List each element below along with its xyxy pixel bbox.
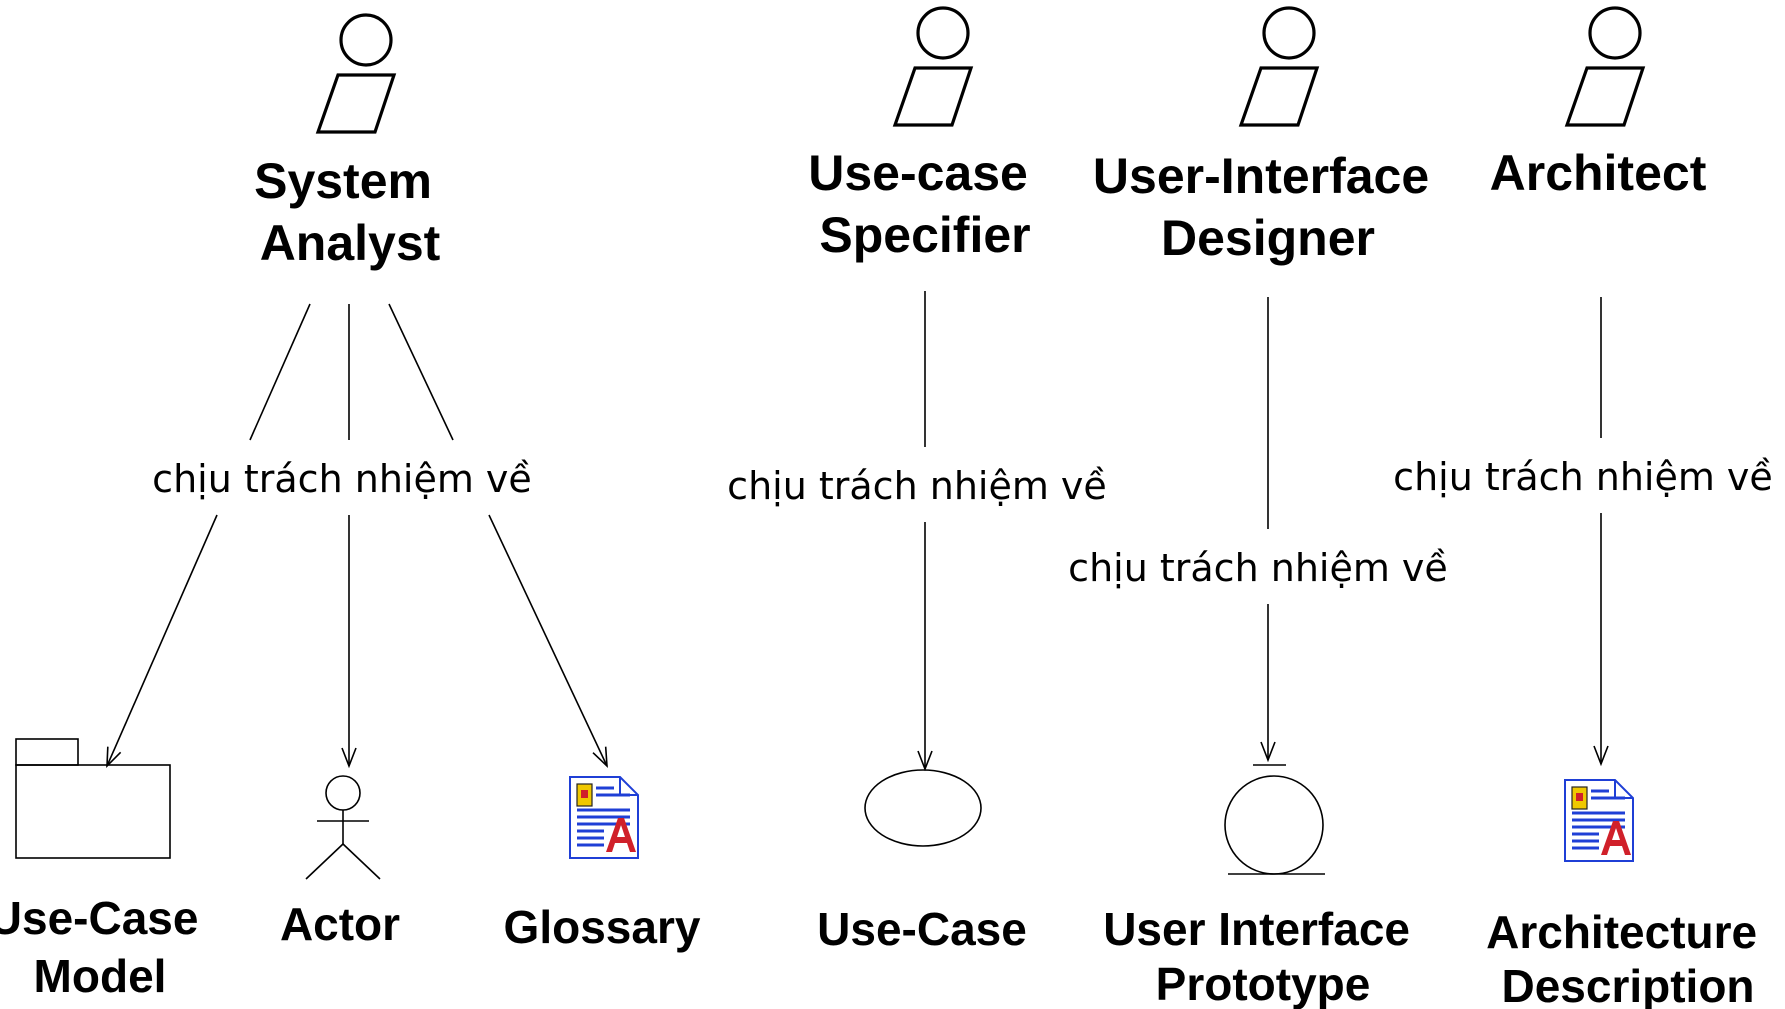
- worker-icon: [315, 13, 397, 134]
- artifact-title: User Interface Prototype: [1103, 903, 1423, 1009]
- role-use-case-specifier: Use-case Specifier: [808, 6, 1042, 263]
- artifact-title-line: Architecture: [1486, 906, 1757, 958]
- role-title-line: Architect: [1490, 145, 1707, 201]
- worker-icon: [1564, 6, 1646, 127]
- actor-icon: [305, 775, 381, 880]
- role-title: System Analyst: [254, 153, 446, 271]
- connector-system-analyst-use-case-model: [106, 303, 311, 769]
- artifact-title: Actor: [280, 898, 400, 950]
- artifact-title-line: Glossary: [504, 901, 701, 953]
- document-icon: [569, 776, 639, 859]
- association-labels: chịu trách nhiệm về chịu trách nhiệm về …: [152, 455, 1773, 590]
- boundary-class-icon: [1224, 764, 1325, 875]
- role-title-line: Specifier: [819, 207, 1030, 263]
- artifact-use-case: Use-Case: [817, 769, 1027, 955]
- artifact-title-line: Actor: [280, 898, 400, 950]
- worker-icon: [1238, 6, 1320, 127]
- artifact-title-line: Description: [1501, 960, 1754, 1009]
- artifact-title-line: Use-Case: [0, 892, 198, 944]
- role-title-line: System: [254, 153, 432, 209]
- role-user-interface-designer: User-Interface Designer: [1093, 6, 1443, 266]
- artifact-glossary: Glossary: [504, 776, 701, 953]
- connector-system-analyst-glossary: [388, 303, 608, 768]
- artifact-use-case-model: Use-Case Model: [0, 738, 211, 1002]
- role-title: Use-case Specifier: [808, 145, 1042, 263]
- artifact-title: Architecture Description: [1486, 906, 1770, 1009]
- role-architect: Architect: [1490, 6, 1707, 201]
- artifact-architecture-description: Architecture Description: [1486, 779, 1770, 1009]
- artifact-user-interface-prototype: User Interface Prototype: [1103, 764, 1423, 1009]
- artifact-title-line: Use-Case: [817, 903, 1027, 955]
- association-label: chịu trách nhiệm về: [152, 457, 532, 501]
- association-label: chịu trách nhiệm về: [727, 464, 1107, 508]
- role-system-analyst: System Analyst: [254, 13, 446, 271]
- connectors: [106, 291, 1609, 772]
- package-folder-icon: [15, 738, 171, 859]
- worker-icon: [892, 6, 974, 127]
- artifact-title: Use-Case: [817, 903, 1027, 955]
- role-title-line: Designer: [1161, 210, 1375, 266]
- artifact-title: Use-Case Model: [0, 892, 211, 1002]
- association-label: chịu trách nhiệm về: [1068, 546, 1448, 590]
- association-label: chịu trách nhiệm về: [1393, 455, 1773, 499]
- artifact-title-line: User Interface: [1103, 903, 1410, 955]
- artifact-title-line: Prototype: [1156, 958, 1371, 1009]
- use-case-ellipse-icon: [864, 769, 982, 847]
- artifact-title-line: Model: [34, 950, 167, 1002]
- artifact-title: Glossary: [504, 901, 701, 953]
- role-title-line: Analyst: [260, 215, 441, 271]
- role-title-line: Use-case: [808, 145, 1028, 201]
- role-title: Architect: [1490, 145, 1707, 201]
- role-title: User-Interface Designer: [1093, 148, 1443, 266]
- role-title-line: User-Interface: [1093, 148, 1429, 204]
- document-icon: [1564, 779, 1634, 862]
- artifact-actor: Actor: [280, 775, 400, 950]
